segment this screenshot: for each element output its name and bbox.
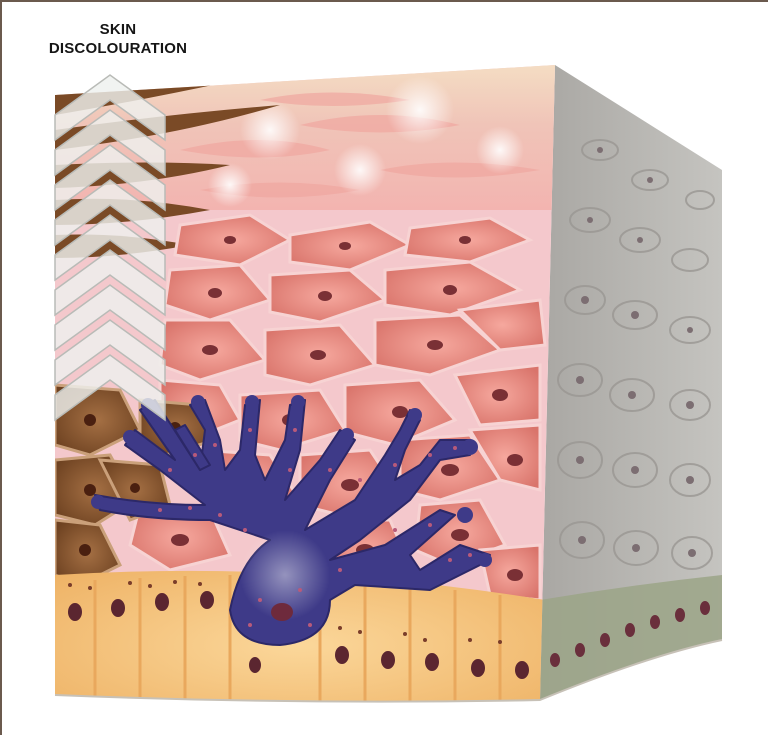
label-line-2: DISCOLOURATION [0, 39, 236, 58]
skin-discolouration-label: SKIN DISCOLOURATION [0, 20, 236, 58]
label-line-1: SKIN [0, 20, 236, 39]
melanocyte-nucleus [271, 603, 293, 621]
